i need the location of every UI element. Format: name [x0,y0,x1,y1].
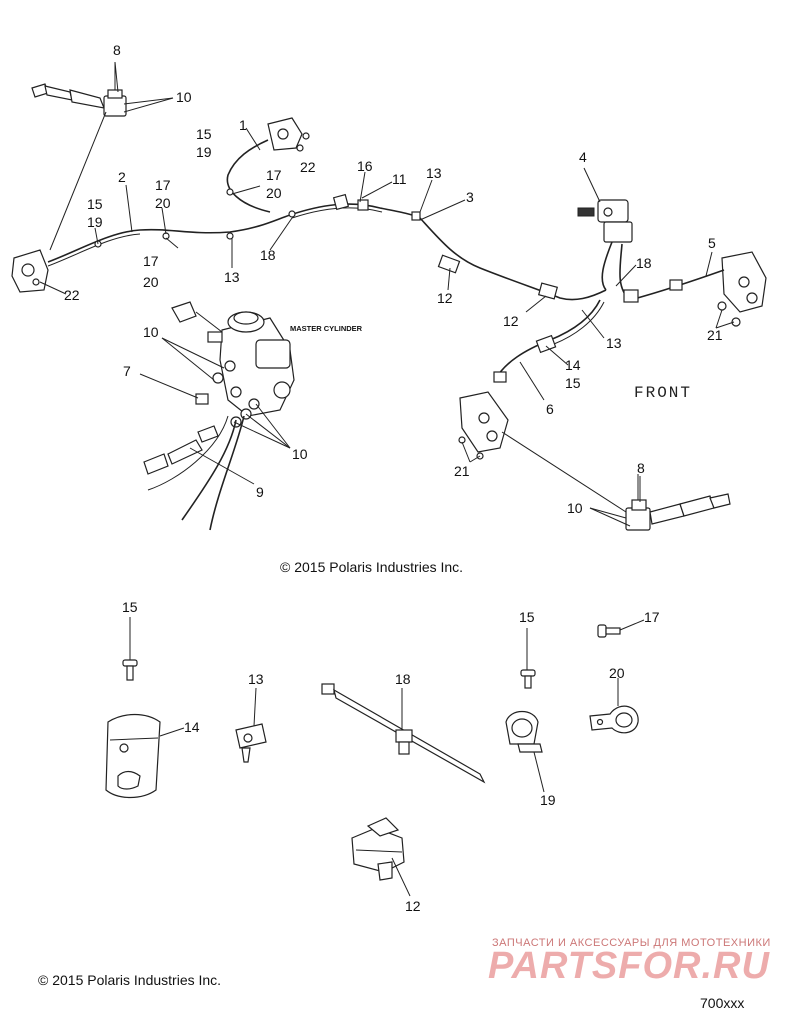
screw-15-left [122,617,138,681]
callout-21-right: 21 [707,327,723,343]
callout-13-b: 13 [224,269,240,285]
callout-15-b: 15 [87,196,103,212]
callout-12-c: 12 [405,898,421,914]
callout-3: 3 [466,189,474,205]
left-front-caliper [458,391,509,460]
rear-junction-block [226,117,310,213]
callout-13-a: 13 [426,165,442,181]
watermark-tagline: ЗАПЧАСТИ И АКСЕССУАРЫ ДЛЯ МОТОТЕХНИКИ [492,937,771,949]
callout-10-left: 10 [176,89,192,105]
screw-17 [597,619,645,638]
callout-10-mc-lower: 10 [292,446,308,462]
protective-sleeve-14 [105,713,185,799]
leader-lines [94,61,735,527]
master-cylinder [143,301,295,531]
left-banjo-hose-end [31,62,127,117]
p-clamp-19 [505,710,545,793]
callout-1: 1 [239,117,247,133]
callout-21-left: 21 [454,463,470,479]
master-cylinder-label: MASTER CYLINDER [290,324,363,333]
callout-10-right: 10 [567,500,583,516]
callout-4: 4 [579,149,587,165]
callout-22-left: 22 [64,287,80,303]
callout-19-c: 19 [540,792,556,808]
callout-15-c: 15 [565,375,581,391]
clip-13 [235,687,267,763]
callout-20-c: 20 [143,274,159,290]
callout-13-c: 13 [606,335,622,351]
diagram-code: 700xxx [700,995,744,1011]
callout-20-d: 20 [609,665,625,681]
cable-tie-18 [321,683,486,784]
watermark-brand: PARTSFOR.RU [488,945,770,987]
copyright-middle: © 2015 Polaris Industries Inc. [280,559,463,575]
callout-17-a: 17 [155,177,171,193]
callout-15-e: 15 [519,609,535,625]
callout-8-right: 8 [637,460,645,476]
callout-14-b: 14 [184,719,200,735]
p-clamp-20 [589,678,639,734]
callout-17-c: 17 [143,253,159,269]
callout-17-b: 17 [266,167,282,183]
callout-12-a: 12 [437,290,453,306]
callout-12-b: 12 [503,313,519,329]
callout-20-b: 20 [266,185,282,201]
callout-18-a: 18 [260,247,276,263]
bracket-clip-12 [351,817,411,897]
callout-14-a: 14 [565,357,581,373]
callout-18-c: 18 [395,671,411,687]
copyright-bottom: © 2015 Polaris Industries Inc. [38,972,221,988]
right-front-caliper [623,251,767,313]
callout-16: 16 [357,158,373,174]
callout-8-left: 8 [113,42,121,58]
caliper-bolts-right [717,301,741,327]
callout-9: 9 [256,484,264,500]
callout-2: 2 [118,169,126,185]
callout-5: 5 [708,235,716,251]
callout-17-d: 17 [644,609,660,625]
watermark: ЗАПЧАСТИ И АКСЕССУАРЫ ДЛЯ МОТОТЕХНИКИ PA… [488,937,771,987]
right-banjo-hose-end [625,474,731,531]
callout-20-a: 20 [155,195,171,211]
left-rear-caliper [11,249,67,295]
callout-11: 11 [392,171,407,187]
screw-15-right [520,628,536,689]
callout-13-d: 13 [248,671,264,687]
callout-15-a: 15 [196,126,212,142]
callout-15-d: 15 [122,599,138,615]
callout-22-right: 22 [300,159,316,175]
proportioning-valve [577,199,633,301]
callout-18-b: 18 [636,255,652,271]
callout-6: 6 [546,401,554,417]
callout-7: 7 [123,363,131,379]
callout-19-b: 19 [87,214,103,230]
callout-10-mc-upper: 10 [143,324,159,340]
callout-19-a: 19 [196,144,212,160]
front-direction-label: FRONT [634,384,692,402]
